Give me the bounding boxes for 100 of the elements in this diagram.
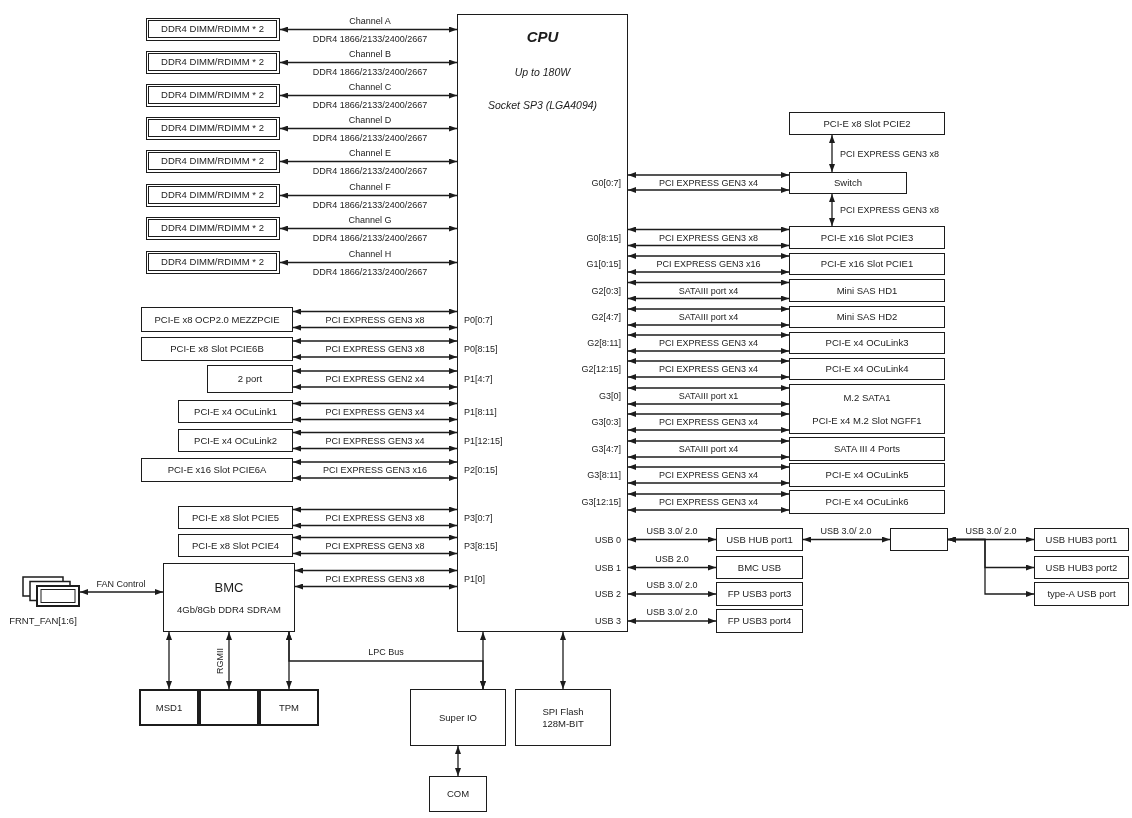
- port-label: USB 3: [594, 615, 622, 627]
- component-name: PCI-E x16 Slot PCIE3: [820, 231, 914, 244]
- connector-arrow: [627, 279, 790, 286]
- component-name: PCI-E x4 OCuLink5: [825, 469, 909, 481]
- component-box: [178, 429, 293, 452]
- component-box: [789, 384, 945, 434]
- connector-arrow: [279, 192, 458, 199]
- connector-arrow: [627, 454, 790, 460]
- connector-arrow: [947, 536, 1035, 597]
- edge-label: PCI EXPRESS GEN3 x8: [324, 573, 426, 584]
- edge-label: PCI EXPRESS GEN3 x16: [322, 464, 428, 476]
- port-label: G3[8:11]: [586, 469, 622, 481]
- edge-label: PCI EXPRESS GEN3 x4: [658, 363, 759, 375]
- connector-arrow: [226, 631, 232, 690]
- connector-arrow: [292, 550, 458, 557]
- connector-arrow: [627, 253, 790, 259]
- connector-arrow: [279, 59, 458, 66]
- component-name: DDR4 DIMM/RDIMM * 2: [161, 56, 264, 68]
- component-name: 2 port: [237, 373, 263, 385]
- port-label: P1[12:15]: [463, 435, 504, 446]
- port-label: P1[0]: [463, 573, 486, 584]
- connector-arrow: [627, 536, 717, 543]
- component-name: DDR4 DIMM/RDIMM * 2: [161, 122, 264, 134]
- connector-arrow: [627, 358, 790, 364]
- port-label: P1[8:11]: [463, 406, 498, 417]
- connector-arrow: [627, 385, 790, 391]
- edge-label: PCI EXPRESS GEN3 x4: [658, 469, 759, 481]
- edge-label: SATAIII port x4: [677, 311, 740, 323]
- port-label: G3[0:3]: [590, 416, 622, 428]
- component-name: Mini SAS HD1: [836, 284, 898, 297]
- edge-label: PCI EXPRESS GEN3 x8: [839, 148, 941, 159]
- cpu-title: CPU: [526, 28, 559, 46]
- edge-label: USB 2.0: [654, 553, 690, 564]
- component-name: DDR4 DIMM/RDIMM * 2: [161, 155, 264, 167]
- edge-label: SATAIII port x4: [677, 443, 740, 455]
- memory-speed-label: DDR4 1866/2133/2400/2667: [311, 199, 429, 210]
- port-label: G1[0:15]: [585, 258, 622, 270]
- component-name: FP USB3 port4: [727, 615, 792, 627]
- component-name: TPM: [278, 701, 300, 714]
- connector-arrow: [627, 332, 790, 338]
- component-box: [789, 172, 907, 194]
- component-box: [789, 437, 945, 461]
- edge-label: Channel B: [348, 48, 392, 59]
- connector-arrow: [627, 427, 790, 433]
- component-name: COM: [446, 788, 470, 800]
- bmc-title: BMC: [214, 579, 244, 596]
- edge-label: LPC Bus: [367, 646, 405, 658]
- edge-label: PCI EXPRESS GEN3 x8: [324, 314, 426, 325]
- component-name: PCI-E x4 M.2 Slot NGFF1: [812, 415, 922, 427]
- port-label: P2[0:15]: [463, 464, 499, 476]
- connector-arrow: [292, 308, 458, 315]
- connector-arrow: [279, 26, 458, 33]
- component-name: PCI-E x8 OCP2.0 MEZZPCIE: [154, 313, 280, 326]
- component-box: [178, 506, 293, 529]
- connector-arrow: [79, 589, 164, 595]
- port-label: P3[0:7]: [463, 512, 494, 523]
- component-name: M.2 SATA1: [843, 391, 891, 403]
- component-box: [410, 689, 506, 746]
- port-label: G3[12:15]: [580, 496, 622, 508]
- connector-arrow: [627, 269, 790, 275]
- memory-speed-label: DDR4 1866/2133/2400/2667: [311, 165, 429, 176]
- edge-label: PCI EXPRESS GEN3 x8: [324, 343, 426, 355]
- component-name: PCI-E x4 OCuLink3: [825, 337, 909, 349]
- port-label: P3[8:15]: [463, 540, 499, 551]
- connector-arrow: [627, 172, 790, 178]
- component-box: [789, 253, 945, 275]
- port-label: G0[0:7]: [590, 177, 622, 188]
- memory-speed-label: DDR4 1866/2133/2400/2667: [311, 232, 429, 243]
- component-name: PCI-E x4 OCuLink6: [825, 496, 909, 508]
- port-label: USB 0: [594, 534, 622, 545]
- component-name: SPI Flash 128M-BIT: [541, 706, 585, 729]
- component-name: PCI-E x4 OCuLink1: [194, 405, 277, 418]
- component-name: PCI-E x8 Slot PCIE6B: [170, 343, 264, 355]
- connector-arrow: [292, 429, 458, 436]
- edge-label: PCI EXPRESS GEN3 x4: [658, 177, 759, 188]
- component-name: PCI-E x8 Slot PCIE2: [823, 117, 911, 130]
- connector-arrow: [627, 438, 790, 444]
- port-label: G3[0]: [598, 390, 622, 402]
- connector-arrow: [292, 475, 458, 481]
- component-box: [1034, 528, 1129, 551]
- bmc-chip-box: [163, 563, 295, 632]
- port-label: G3[4:7]: [590, 443, 622, 455]
- chip-box: [890, 528, 948, 551]
- connector-arrow: [279, 225, 458, 232]
- component-box: [141, 337, 293, 361]
- port-label: G0[8:15]: [585, 232, 622, 243]
- connector-arrow: [292, 368, 458, 374]
- component-box: [716, 556, 803, 579]
- connector-arrow: [292, 534, 458, 541]
- component-box: [139, 689, 199, 726]
- connector-arrow: [627, 242, 790, 249]
- memory-slot-box: [146, 51, 280, 74]
- port-label: P0[8:15]: [463, 343, 499, 355]
- component-box: [207, 365, 293, 393]
- memory-slot-box: [146, 184, 280, 207]
- component-name: PCI-E x8 Slot PCIE5: [191, 511, 280, 524]
- connector-arrow: [166, 631, 172, 690]
- component-name: PCI-E x16 Slot PCIE1: [820, 258, 914, 270]
- memory-speed-label: DDR4 1866/2133/2400/2667: [311, 66, 429, 77]
- edge-label: USB 3.0/ 2.0: [645, 606, 699, 618]
